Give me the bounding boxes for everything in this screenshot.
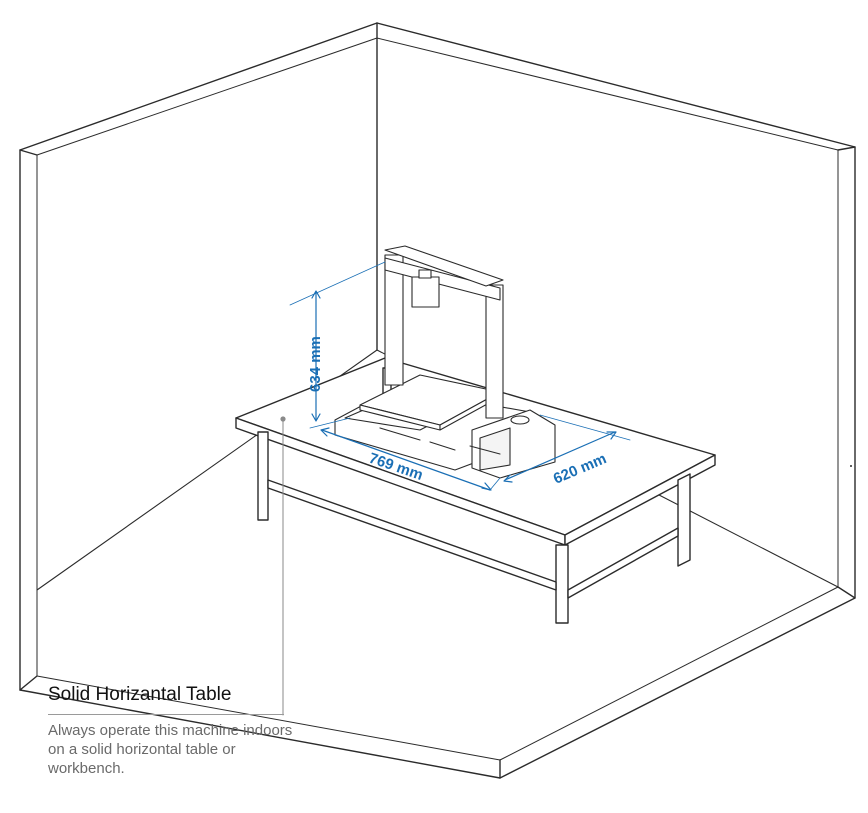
room-outline-icon xyxy=(19,22,856,779)
callout-description: Always operate this machine indoors on a… xyxy=(48,722,293,777)
3d-printer-icon xyxy=(334,245,556,479)
height-dimension-label: 634 mm xyxy=(307,336,324,392)
callout-title: Solid Horizantal Table xyxy=(48,684,232,705)
callout-divider xyxy=(48,714,284,715)
table-callout: Solid Horizantal Table Always operate th… xyxy=(48,684,308,777)
leader-dot xyxy=(280,416,286,422)
edge-dot xyxy=(850,465,852,467)
dimension-lines xyxy=(289,261,631,491)
